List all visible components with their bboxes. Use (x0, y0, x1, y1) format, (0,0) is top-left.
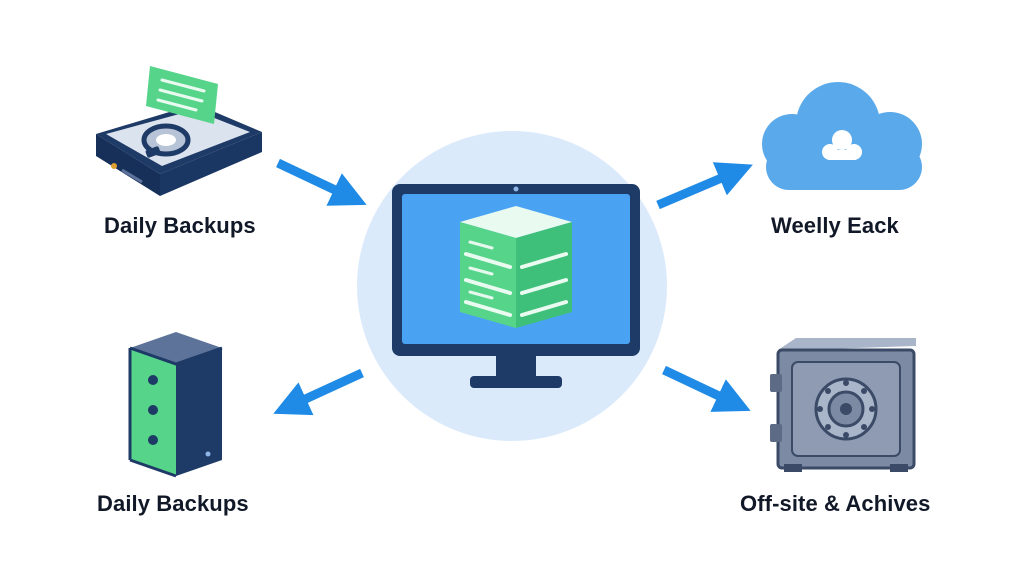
cloud-icon (762, 82, 922, 190)
hard-drive-icon (96, 66, 262, 196)
label-weekly-cloud: Weelly Eack (771, 213, 899, 238)
server-tower-icon (128, 332, 223, 478)
arrow-computer-to-cloud (656, 162, 753, 210)
arrow-drive-to-computer (276, 158, 367, 206)
monitor-database-icon (357, 131, 667, 441)
arrow-computer-to-vault (662, 365, 751, 412)
label-offsite-archives: Off-site & Achives (740, 491, 931, 516)
arrow-computer-to-server (273, 368, 364, 416)
vault-safe-icon (770, 338, 916, 472)
label-daily-backups-top: Daily Backups (104, 213, 256, 238)
label-daily-backups-bottom: Daily Backups (97, 491, 249, 516)
